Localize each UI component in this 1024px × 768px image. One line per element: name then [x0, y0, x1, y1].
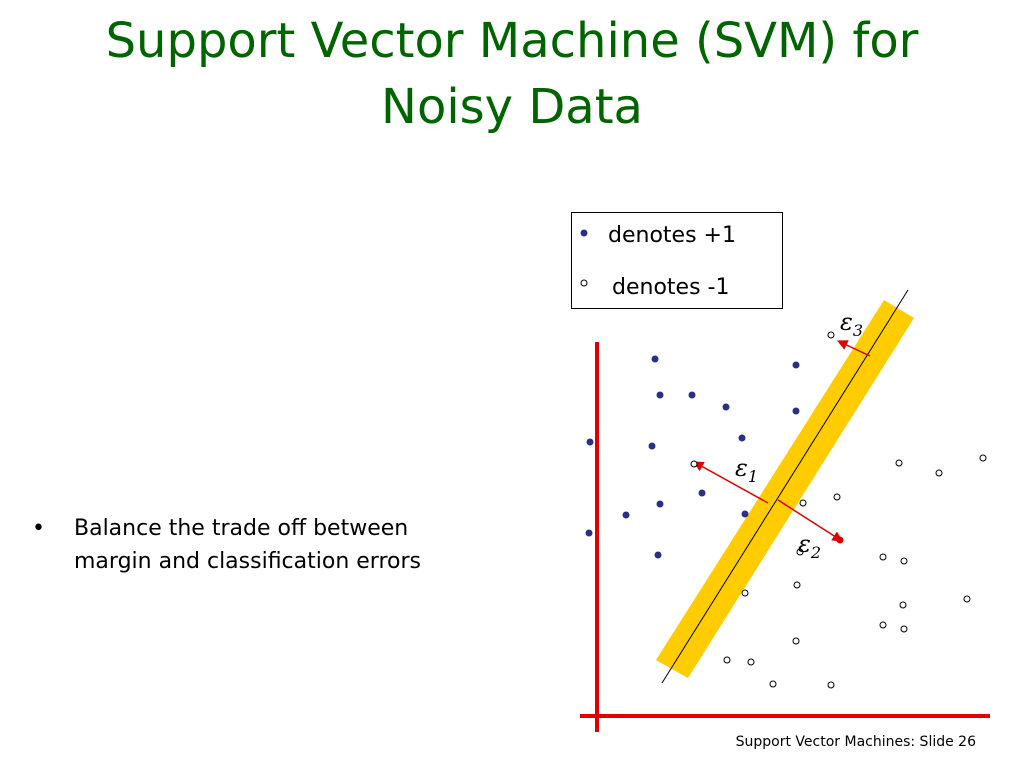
legend-box: denotes +1 denotes -1 — [571, 212, 783, 309]
positive-point — [722, 403, 730, 411]
negative-point — [879, 553, 887, 561]
negative-point — [690, 460, 698, 468]
epsilon-1-base: ε — [735, 454, 748, 482]
positive-point — [738, 434, 746, 442]
positive-point — [656, 391, 664, 399]
legend-negative-label: denotes -1 — [612, 275, 730, 300]
positive-point-misclassified — [836, 536, 844, 544]
decision-boundary — [661, 289, 909, 684]
positive-point — [586, 438, 594, 446]
negative-point — [879, 621, 887, 629]
negative-point — [769, 680, 777, 688]
slack-arrow-1 — [693, 461, 769, 504]
negative-points — [690, 331, 987, 689]
positive-point — [648, 442, 656, 450]
negative-point — [827, 331, 835, 339]
bullet-dot: • — [32, 516, 45, 541]
positive-point — [792, 407, 800, 415]
epsilon-3-sub: 3 — [853, 321, 863, 340]
negative-point — [833, 493, 841, 501]
epsilon-2-sub: 2 — [810, 543, 821, 562]
slack-arrow-3 — [837, 340, 871, 357]
positive-point — [698, 489, 706, 497]
negative-point — [827, 681, 835, 689]
positive-point — [792, 361, 800, 369]
margin-band — [656, 300, 914, 678]
negative-point — [900, 557, 908, 565]
bullet-text: Balance the trade off between margin and… — [74, 512, 494, 578]
epsilon-1-sub: 1 — [748, 467, 758, 486]
positive-point — [585, 529, 593, 537]
negative-point — [963, 595, 971, 603]
bullet-item: • Balance the trade off between margin a… — [32, 512, 494, 578]
slide-title: Support Vector Machine (SVM) for Noisy D… — [0, 8, 1024, 140]
negative-point — [799, 499, 807, 507]
bullet-line-1: Balance the trade off between — [74, 516, 409, 541]
positive-point — [656, 500, 664, 508]
negative-point — [979, 454, 987, 462]
epsilon-3-base: ε — [840, 308, 853, 336]
slide-footer: Support Vector Machines: Slide 26 — [735, 734, 976, 750]
positive-points — [585, 355, 844, 559]
negative-point — [747, 658, 755, 666]
slack-arrow-2 — [777, 499, 843, 542]
negative-point — [793, 581, 801, 589]
positive-point-icon — [580, 229, 588, 237]
positive-point — [651, 355, 659, 363]
bullet-line-2: margin and classification errors — [74, 549, 421, 574]
negative-point — [895, 459, 903, 467]
positive-point — [654, 551, 662, 559]
negative-point — [900, 625, 908, 633]
negative-point — [899, 601, 907, 609]
positive-point — [741, 510, 749, 518]
positive-point — [622, 511, 630, 519]
epsilon-1-label: ε1 — [735, 454, 758, 486]
negative-point — [935, 469, 943, 477]
negative-point — [723, 656, 731, 664]
negative-point — [792, 637, 800, 645]
negative-point — [741, 589, 749, 597]
epsilon-2-label: ε2 — [798, 530, 821, 562]
epsilon-2-base: ε — [798, 530, 811, 558]
legend-positive-label: denotes +1 — [608, 223, 736, 248]
legend-row-positive: denotes +1 — [572, 213, 782, 253]
title-line-1: Support Vector Machine (SVM) for — [105, 13, 919, 69]
positive-point — [688, 391, 696, 399]
negative-point-icon — [580, 279, 588, 287]
legend-row-negative: denotes -1 — [572, 265, 782, 305]
negative-point — [796, 548, 804, 556]
title-line-2: Noisy Data — [381, 79, 643, 135]
epsilon-3-label: ε3 — [840, 308, 863, 340]
